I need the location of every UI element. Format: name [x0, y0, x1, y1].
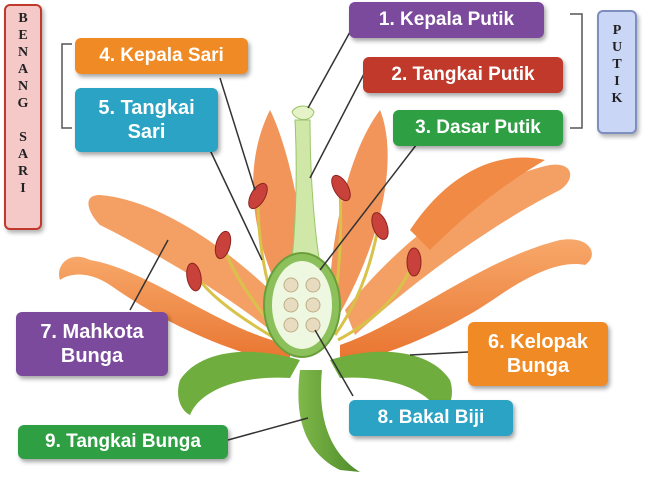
petal-left [59, 256, 291, 365]
flower-stem [298, 370, 360, 472]
group-letter: P [612, 23, 622, 38]
group-letter: B [18, 11, 28, 26]
ovary-inner [272, 261, 332, 349]
group-letter: U [611, 40, 623, 55]
petal-right [340, 239, 592, 365]
group-letter: K [611, 91, 623, 106]
brackets [61, 13, 583, 129]
group-letter: T [612, 57, 622, 72]
group-letter: N [17, 45, 29, 60]
group-letter [21, 112, 25, 129]
label-kepala-sari: 4. Kepala Sari [75, 38, 248, 74]
petal-right-upper [345, 164, 571, 335]
group-letter: N [17, 79, 29, 94]
group-letter: I [20, 181, 26, 196]
sepal-right [330, 351, 452, 415]
group-letter: A [17, 147, 29, 162]
label-kepala-putik: 1. Kepala Putik [349, 2, 544, 38]
anthers [186, 174, 422, 292]
label-tangkai-putik: 2. Tangkai Putik [363, 57, 563, 93]
petal-left-upper [88, 195, 280, 330]
ovules [283, 277, 321, 333]
leader-lines [129, 31, 469, 441]
label-dasar-putik: 3. Dasar Putik [393, 110, 563, 146]
label-kelopak-bunga: 6. Kelopak Bunga [468, 322, 608, 386]
pistil-stigma [291, 105, 315, 120]
label-tangkai-bunga: 9. Tangkai Bunga [18, 425, 228, 459]
petal-right-tip [410, 157, 545, 250]
group-letter: S [19, 130, 27, 145]
sepal-left [178, 351, 300, 415]
label-bakal-biji: 8. Bakal Biji [349, 400, 513, 436]
group-letter: G [17, 96, 29, 111]
group-letter: R [17, 164, 29, 179]
label-mahkota-bunga: 7. Mahkota Bunga [16, 312, 168, 376]
label-tangkai-sari: 5. Tangkai Sari [75, 88, 218, 152]
group-letter: A [17, 62, 29, 77]
group-letter: E [18, 28, 28, 43]
group-letter: I [614, 74, 620, 89]
